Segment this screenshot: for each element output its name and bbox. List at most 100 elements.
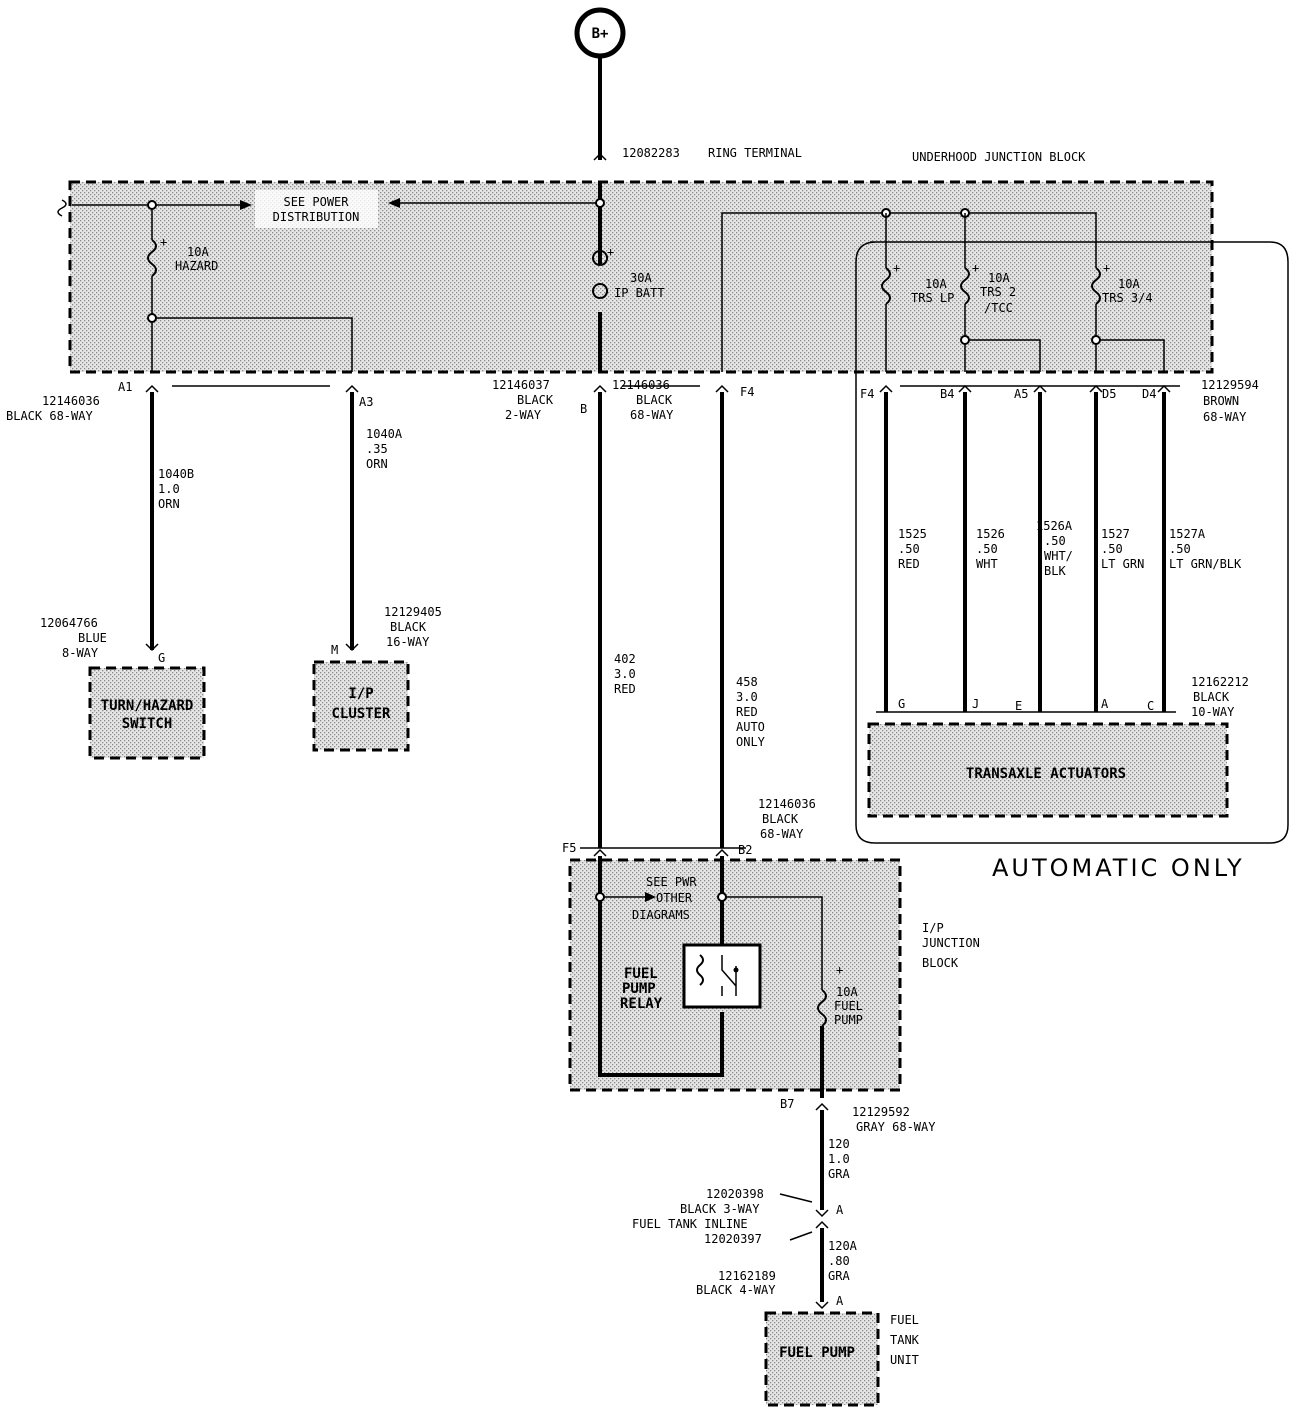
w402-line-2: 3.0 (614, 667, 636, 681)
fuel-fuse-plus: + (836, 963, 843, 977)
cluster-line-1: I/P (348, 686, 373, 702)
w1526a-line-4: BLK (1044, 564, 1066, 578)
w1527-line-3: LT GRN (1101, 557, 1144, 571)
relay-coil-loop (598, 856, 724, 1077)
relay-coil-icon (696, 954, 704, 986)
w1526a-line-3: WHT/ (1044, 549, 1073, 563)
w458-line-4: AUTO (736, 720, 765, 734)
w120-line-3: GRA (828, 1167, 850, 1181)
cluster-conn-ways: 16-WAY (386, 635, 430, 649)
pin-a1: A1 (118, 380, 132, 394)
transaxle-conn-color: BLACK (1193, 690, 1230, 704)
splice-node (595, 198, 605, 208)
b-color: BLACK (517, 393, 554, 407)
arrow-right-icon (645, 892, 656, 902)
power-source-label: B+ (592, 26, 609, 42)
see-power-line-1: SEE POWER (283, 195, 349, 209)
ip-batt-fuse-line-1: 30A (630, 271, 652, 285)
w1040b-line-1: 1040B (158, 467, 194, 481)
w1040a-line-1: 1040A (366, 427, 403, 441)
inline-mark-lower (815, 1220, 829, 1229)
fuel-unit-line-3: UNIT (890, 1353, 919, 1367)
w1525-line-2: .50 (898, 542, 920, 556)
inline-line-3: FUEL TANK INLINE (632, 1217, 748, 1231)
cluster-conn-part: 12129405 (384, 605, 442, 619)
underhood-block-title: UNDERHOOD JUNCTION BLOCK (912, 150, 1086, 164)
splice-node (960, 335, 970, 345)
pin-a3: A3 (359, 395, 373, 409)
f4l-color: BLACK (636, 393, 673, 407)
inline-line-2: BLACK 3-WAY (680, 1202, 760, 1216)
inline-leader-1 (779, 1193, 813, 1203)
ip-conn-ways: 68-WAY (760, 827, 804, 841)
b7-desc: GRAY 68-WAY (856, 1120, 936, 1134)
ip-batt-fuse-icon (592, 250, 609, 299)
cluster-conn-color: BLACK (390, 620, 427, 634)
w402-line-1: 402 (614, 652, 636, 666)
turn-connector-mark (145, 643, 159, 652)
b7-part: 12129592 (852, 1105, 910, 1119)
a1-part: 12146036 (42, 394, 100, 408)
fp-conn-part: 12162189 (718, 1269, 776, 1283)
turn-conn-color: BLUE (78, 631, 107, 645)
w1527a-line-2: .50 (1169, 542, 1191, 556)
w120-line-2: 1.0 (828, 1152, 850, 1166)
w458-line-1: 458 (736, 675, 758, 689)
b2-mark (715, 848, 729, 857)
inline-leader-2 (789, 1231, 813, 1241)
w120a-line-1: 120A (828, 1239, 858, 1253)
inline-line-1: 12020398 (706, 1187, 764, 1201)
turn-hazard-line-1: TURN/HAZARD (101, 698, 194, 714)
relay-line-2: PUMP (622, 981, 656, 997)
inline-pin-a-lower: A (836, 1294, 844, 1308)
trs-34-fuse-icon (1091, 267, 1101, 305)
trs-bus (721, 212, 1097, 372)
w1040a-line-2: .35 (366, 442, 388, 456)
w1526-line-1: 1526 (976, 527, 1005, 541)
pin-f4-right: F4 (860, 387, 874, 401)
w1525-line-1: 1525 (898, 527, 927, 541)
w1526a-line-2: .50 (1044, 534, 1066, 548)
w1527-line-1: 1527 (1101, 527, 1130, 541)
relay-line-3: RELAY (620, 996, 663, 1012)
cluster-connector-mark (345, 643, 359, 652)
trs-34-plus: + (1103, 261, 1110, 275)
ring-terminal-mark (593, 152, 607, 161)
hazard-fuse-icon (147, 239, 157, 277)
trs-lp-plus: + (893, 261, 900, 275)
w120-line-1: 120 (828, 1137, 850, 1151)
ring-terminal-part: 12082283 (622, 146, 680, 160)
see-power-box (255, 190, 378, 228)
turn-conn-ways: 8-WAY (62, 646, 99, 660)
fuel-pump-fuse-icon (817, 989, 827, 1027)
relay-line-1: FUEL (624, 966, 658, 982)
ip-block-title-2: JUNCTION (922, 936, 980, 950)
transaxle-pin-a: A (1101, 697, 1109, 711)
w402-line-3: RED (614, 682, 636, 696)
fp-conn-desc: BLACK 4-WAY (696, 1283, 776, 1297)
trs-2-line-2: TRS 2 (980, 285, 1016, 299)
w1526-line-2: .50 (976, 542, 998, 556)
pin-f5: F5 (562, 841, 576, 855)
transaxle-pin-c: C (1147, 699, 1154, 713)
w1526a-line-1: 1526A (1036, 519, 1073, 533)
see-pwr-line-2: OTHER (656, 891, 693, 905)
f5-mark (593, 848, 607, 857)
connector-row (145, 384, 1180, 393)
transaxle-pin-e: E (1015, 699, 1022, 713)
transaxle-conn-part: 12162212 (1191, 675, 1249, 689)
b7-mark (815, 1102, 829, 1111)
fuel-fuse-line-1: 10A (836, 985, 858, 999)
pin-b2: B2 (738, 843, 752, 857)
pin-b4: B4 (940, 387, 954, 401)
automatic-only-outline (855, 241, 1289, 844)
fuel-unit-line-1: FUEL (890, 1313, 919, 1327)
pin-b: B (580, 402, 587, 416)
automatic-only-label: AUTOMATIC ONLY (992, 854, 1245, 882)
power-source: B+ (574, 7, 626, 59)
turn-conn-part: 12064766 (40, 616, 98, 630)
splice-node (1091, 335, 1101, 345)
inline-pin-a-upper: A (836, 1203, 844, 1217)
fuel-pump-label: FUEL PUMP (779, 1345, 855, 1361)
splice-node (595, 892, 605, 902)
